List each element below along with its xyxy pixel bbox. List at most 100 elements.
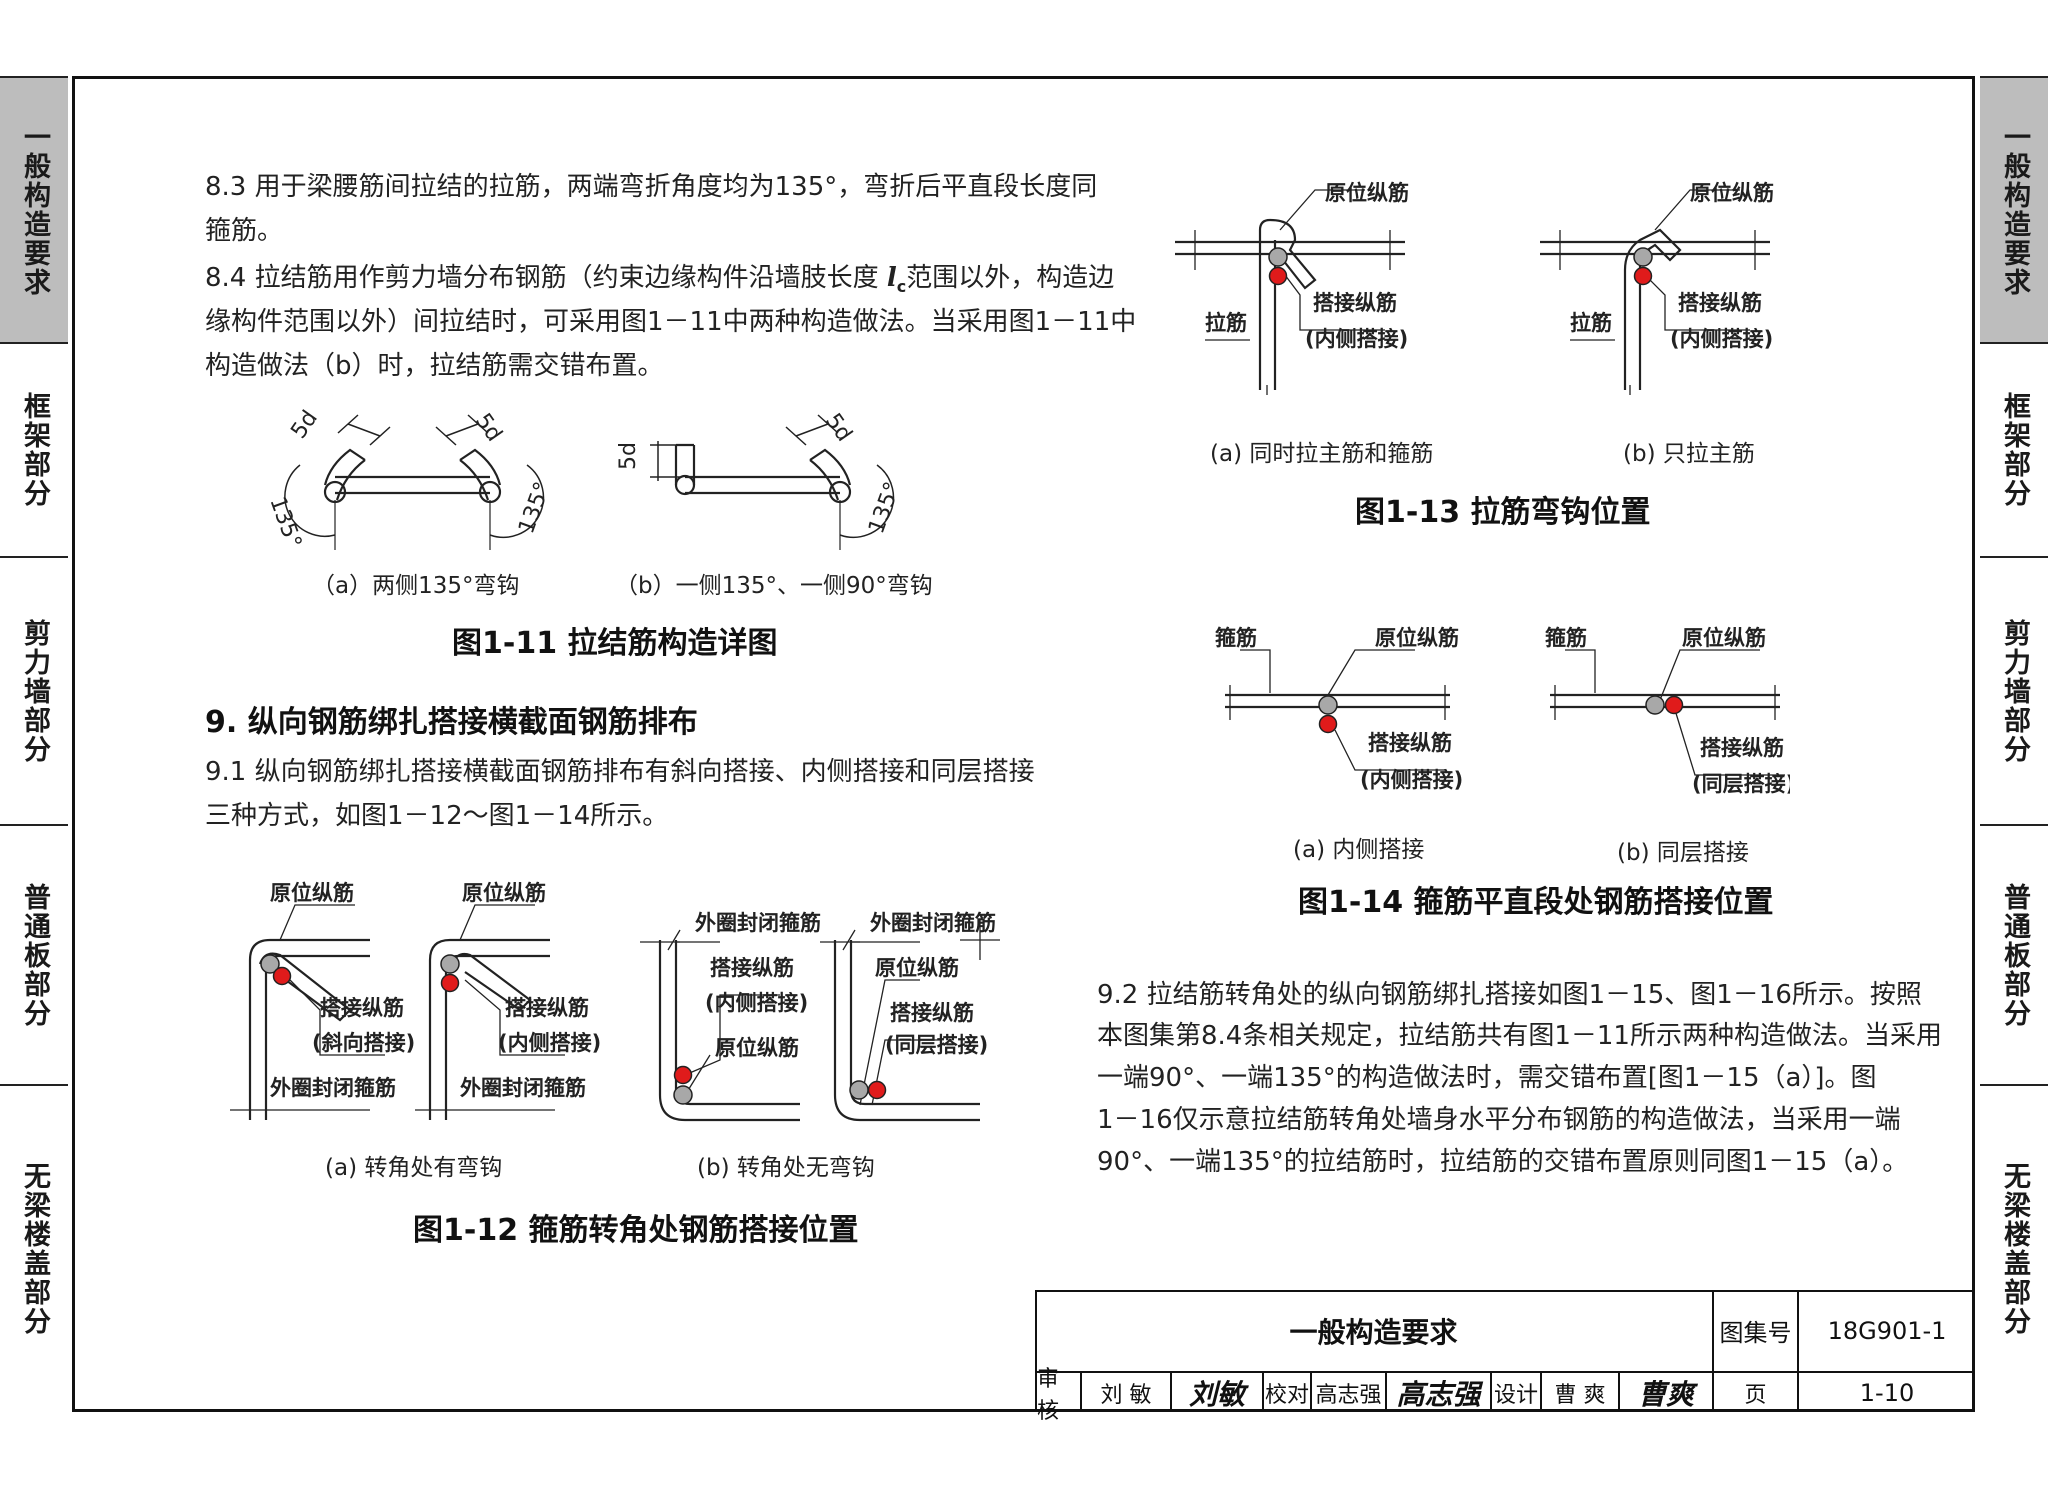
- side-tab-shear-wall[interactable]: 剪力墙部分: [0, 558, 68, 826]
- label-dajie-b1: 搭接纵筋: [710, 956, 794, 980]
- page-label: 页: [1744, 1382, 1767, 1408]
- title-block-vline-2: [1797, 1290, 1799, 1412]
- dim-5d-a-left: 5d: [286, 406, 323, 443]
- side-tab-flat-slab[interactable]: 无梁楼盖部分: [19, 1162, 50, 1336]
- title-block-title: 一般构造要求: [1289, 1315, 1458, 1349]
- figure-1-14b-caption: (b) 同层搭接: [1617, 840, 1749, 866]
- side-tab-frame[interactable]: 框架部分: [0, 344, 68, 558]
- paragraph-8-3-line1: 8.3 用于梁腰筋间拉结的拉筋，两端弯折角度均为135°，弯折后平直段长度同: [205, 172, 1098, 202]
- paragraph-8-4-line2: 缘构件范围以外）间拉结时，可采用图1－11中两种构造做法。当采用图1－11中: [205, 307, 1137, 337]
- side-tab-flat-slab-right[interactable]: 无梁楼盖部分: [1999, 1162, 2030, 1336]
- label-dajie-14b: 搭接纵筋: [1700, 736, 1784, 760]
- label-waiquan-a1: 外圈封闭箍筋: [270, 1076, 396, 1100]
- label-dajie-b2: 搭接纵筋: [890, 1001, 974, 1025]
- figure-1-11-title: 图1-11 拉结筋构造详图: [452, 626, 778, 661]
- label-yuanwei-a1: 原位纵筋: [270, 881, 354, 905]
- label-yuanwei-14a: 原位纵筋: [1375, 626, 1459, 650]
- label-dajie-13b: 搭接纵筋: [1678, 291, 1762, 315]
- figure-1-11a-caption: （a）两侧135°弯钩: [312, 573, 520, 599]
- checker-signature: 高志强: [1396, 1377, 1481, 1411]
- dim-5d-b-right: 5d: [820, 409, 857, 446]
- paragraph-9-1-line1: 9.1 纵向钢筋绑扎搭接横截面钢筋排布有斜向搭接、内侧搭接和同层搭接: [205, 757, 1035, 787]
- label-waiquan-b2: 外圈封闭箍筋: [870, 911, 996, 935]
- designer-signature: 曹爽: [1637, 1377, 1694, 1411]
- check-label: 校对: [1264, 1382, 1309, 1408]
- atlas-label: 图集号: [1719, 1319, 1792, 1347]
- paragraph-9-1-line2: 三种方式，如图1－12～图1－14所示。: [205, 801, 669, 831]
- label-waiquan-b1: 外圈封闭箍筋: [695, 911, 821, 935]
- title-block-vline-1: [1712, 1290, 1714, 1412]
- figure-1-14-title: 图1-14 箍筋平直段处钢筋搭接位置: [1298, 885, 1774, 920]
- figure-1-11b-caption: （b）一侧135°、一侧90°弯钩: [615, 573, 933, 599]
- label-tongceng-b2: (同层搭接): [885, 1033, 988, 1057]
- reviewer-signature: 刘敏: [1188, 1377, 1245, 1411]
- paragraph-8-4-line3: 构造做法（b）时，拉结筋需交错布置。: [205, 351, 664, 381]
- tb-sep-7: [1540, 1373, 1542, 1412]
- tb-sep-2: [1170, 1373, 1172, 1412]
- label-neice-13b: (内侧搭接): [1670, 327, 1773, 351]
- title-block-divider: [1035, 1371, 1975, 1373]
- figure-1-11-drawing: 5d 5d 135° 135° 5d 5d 135°: [264, 406, 906, 552]
- label-dajie-a2: 搭接纵筋: [505, 996, 589, 1020]
- design-label: 设计: [1493, 1382, 1538, 1408]
- paragraph-9-2-line1: 9.2 拉结筋转角处的纵向钢筋绑扎搭接如图1－15、图1－16所示。按照: [1097, 980, 1922, 1010]
- section-9-heading: 9. 纵向钢筋绑扎搭接横截面钢筋排布: [205, 705, 698, 740]
- angle-a-left: 135°: [264, 494, 306, 552]
- figure-1-12-drawing: 原位纵筋 搭接纵筋 (斜向搭接) 外圈封闭箍筋 原位纵筋 搭接纵筋 (内侧搭接)…: [230, 881, 1000, 1122]
- page-number: 1-10: [1859, 1378, 1915, 1407]
- tb-sep-6: [1490, 1373, 1492, 1412]
- label-gujin-14b: 箍筋: [1545, 626, 1587, 650]
- label-neice-13a: (内侧搭接): [1305, 327, 1408, 351]
- paragraph-9-2-line5: 90°、一端135°的拉结筋时，拉结筋的交错布置原则同图1－15（a）。: [1097, 1147, 1909, 1177]
- figure-1-12a-caption: (a) 转角处有弯钩: [325, 1155, 503, 1181]
- label-yuanwei-14b: 原位纵筋: [1682, 626, 1766, 650]
- designer-name: 曹 爽: [1554, 1382, 1606, 1408]
- label-yuanwei-13a: 原位纵筋: [1325, 181, 1409, 205]
- side-tab-frame-right[interactable]: 框架部分: [1980, 344, 2048, 558]
- label-xiexiang: (斜向搭接): [312, 1031, 415, 1055]
- paragraph-8-4-line1: 8.4 拉结筋用作剪力墙分布钢筋（约束边缘构件沿墙肢长度 lc范围以外，构造边: [205, 263, 1115, 297]
- tb-sep-1: [1080, 1373, 1082, 1412]
- paragraph-9-2-line4: 1－16仅示意拉结筋转角处墙身水平分布钢筋的构造做法，当采用一端: [1097, 1105, 1901, 1135]
- label-lajin-13b: 拉筋: [1570, 311, 1612, 335]
- label-lajin-13a: 拉筋: [1205, 311, 1247, 335]
- label-yuanwei-a2: 原位纵筋: [462, 881, 546, 905]
- label-tongceng-14b: (同层搭接): [1692, 772, 1790, 796]
- label-neice-14a: (内侧搭接): [1360, 768, 1463, 792]
- side-tab-slab-right[interactable]: 普通板部分: [1980, 826, 2048, 1086]
- tb-sep-8: [1618, 1373, 1620, 1412]
- side-tab-slab[interactable]: 普通板部分: [0, 826, 68, 1086]
- paragraph-8-3-line2: 箍筋。: [205, 216, 284, 246]
- figure-1-13-drawing: 原位纵筋 拉筋 搭接纵筋 (内侧搭接) 原位纵筋 拉筋 搭接纵筋 (内侧搭接): [1175, 181, 1774, 395]
- label-neice-b1: (内侧搭接): [705, 991, 808, 1015]
- angle-b-right: 135°: [864, 479, 906, 537]
- figure-1-12b-caption: (b) 转角处无弯钩: [697, 1155, 875, 1181]
- review-label: 审核: [1037, 1366, 1060, 1424]
- label-yuanwei-b1: 原位纵筋: [715, 1036, 799, 1060]
- figure-1-13a-caption: (a) 同时拉主筋和箍筋: [1210, 441, 1434, 467]
- dim-5d-a-right: 5d: [470, 409, 507, 446]
- label-yuanwei-13b: 原位纵筋: [1690, 181, 1774, 205]
- figure-1-13-title: 图1-13 拉筋弯钩位置: [1355, 495, 1651, 530]
- reviewer-name: 刘 敏: [1100, 1382, 1152, 1408]
- paragraph-9-2-line3: 一端90°、一端135°的构造做法时，需交错布置[图1－15（a）]。图: [1097, 1063, 1877, 1093]
- atlas-number: 18G901-1: [1827, 1316, 1947, 1345]
- side-tab-shear-wall-right[interactable]: 剪力墙部分: [1980, 558, 2048, 826]
- side-tab-general-right[interactable]: 一般构造要求: [1980, 76, 2048, 344]
- label-yuanwei-b2: 原位纵筋: [875, 956, 959, 980]
- label-dajie-14a: 搭接纵筋: [1368, 731, 1452, 755]
- checker-name: 高志强: [1315, 1382, 1382, 1408]
- paragraph-9-2-line2: 本图集第8.4条相关规定，拉结筋共有图1－11所示两种构造做法。当采用: [1097, 1021, 1942, 1051]
- figure-1-14-drawing: 箍筋 原位纵筋 搭接纵筋 (内侧搭接) 箍筋 原位纵筋 搭接纵筋 (同层搭接): [1215, 626, 1790, 796]
- drawing-frame: [72, 76, 1975, 1412]
- label-dajie-a1: 搭接纵筋: [320, 996, 404, 1020]
- figure-1-14a-caption: (a) 内侧搭接: [1293, 837, 1425, 863]
- label-neice-a2: (内侧搭接): [498, 1031, 601, 1055]
- tb-sep-3: [1262, 1373, 1264, 1412]
- label-gujin-14a: 箍筋: [1215, 626, 1257, 650]
- dim-5d-b-left: 5d: [616, 442, 641, 470]
- label-waiquan-a2: 外圈封闭箍筋: [460, 1076, 586, 1100]
- side-tab-general[interactable]: 一般构造要求: [0, 76, 68, 344]
- figure-1-13b-caption: (b) 只拉主筋: [1623, 441, 1755, 467]
- tb-sep-5: [1385, 1373, 1387, 1412]
